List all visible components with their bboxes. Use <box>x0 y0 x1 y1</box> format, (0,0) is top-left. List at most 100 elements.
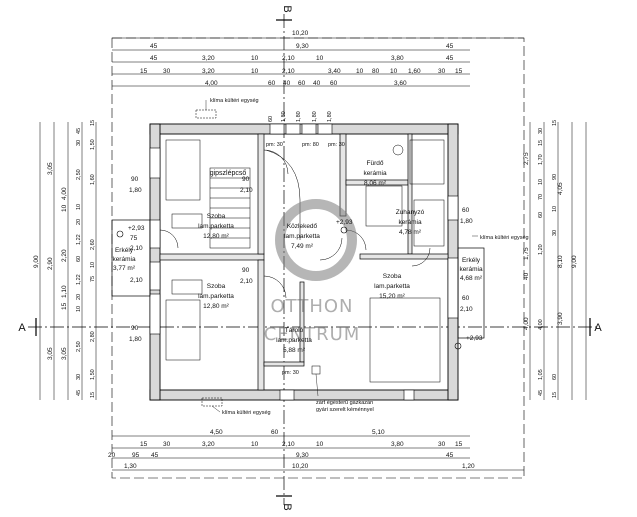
svg-text:kerámia: kerámia <box>112 256 136 263</box>
dim-bot-r2-c: 3,20 <box>202 441 215 448</box>
dim-top-r3-k: 30 <box>438 68 446 75</box>
win-label-12: 60 <box>462 207 470 214</box>
win-label-14: 60 <box>462 295 470 302</box>
svg-text:75: 75 <box>90 276 96 282</box>
svg-text:3,05: 3,05 <box>47 347 54 360</box>
svg-text:15,20 m²: 15,20 m² <box>379 293 405 300</box>
dim-bot-r2-d: 10 <box>251 441 259 448</box>
dim-bot-r2-h: 30 <box>438 441 446 448</box>
win-label-15: 2,10 <box>460 306 473 313</box>
dim-top-r1-a: 45 <box>150 43 158 50</box>
dim-top-r3-h: 80 <box>372 68 380 75</box>
dim-top-r2-b: 3,20 <box>202 55 215 62</box>
watermark-line2: CENTRUM <box>264 324 361 345</box>
balcony-left <box>111 219 151 297</box>
watermark-logo: OTTHON CENTRUM <box>264 199 361 345</box>
dim-bot-r4-b: 10,20 <box>292 463 309 470</box>
door-label-4: pm: 30 <box>282 370 299 376</box>
dim-top-r3-j: 1,60 <box>408 68 421 75</box>
dim-top-r1-c: 45 <box>446 43 454 50</box>
svg-text:40: 40 <box>523 272 530 280</box>
svg-text:1,80: 1,80 <box>312 111 318 122</box>
dimension-lines-right <box>529 122 587 400</box>
svg-text:5,88 m²: 5,88 m² <box>283 347 306 354</box>
dim-bot-r2-g: 3,80 <box>391 441 404 448</box>
dim-left-col4: 45 30 2,50 10 20 1,22 60 1,22 20 10 2,50… <box>76 128 82 396</box>
dim-bot-r3-d: 9,30 <box>296 452 309 459</box>
svg-text:Közlekedő: Közlekedő <box>287 223 318 230</box>
dim-bot-r3-a: 20 <box>108 452 116 459</box>
svg-text:15: 15 <box>61 302 68 310</box>
dimension-lines-left <box>39 122 97 400</box>
windows <box>149 123 459 401</box>
dim-bot-r3-b: 95 <box>132 452 140 459</box>
svg-text:10: 10 <box>538 179 544 185</box>
dim-bot-r3-e: 45 <box>446 452 454 459</box>
svg-text:3,05: 3,05 <box>61 347 68 360</box>
svg-text:60: 60 <box>76 256 82 262</box>
dim-bot-r2-e: 2,10 <box>282 441 295 448</box>
dim-bot-r4-c: 1,20 <box>462 463 475 470</box>
svg-text:15: 15 <box>90 120 96 126</box>
dim-top-r3-b: 30 <box>163 68 171 75</box>
svg-text:klíma kültéri egység: klíma kültéri egység <box>210 98 259 104</box>
svg-text:90: 90 <box>552 174 558 180</box>
svg-text:12,80 m²: 12,80 m² <box>203 303 229 310</box>
svg-text:1,10: 1,10 <box>61 285 68 298</box>
room-bedroom-top: Szoba lam.parketta 12,80 m² <box>198 213 234 240</box>
svg-text:10: 10 <box>76 204 82 210</box>
room-hallway: Közlekedő lam.parketta 7,49 m² <box>284 223 320 250</box>
svg-text:1,05: 1,05 <box>538 369 544 380</box>
svg-text:kerámia: kerámia <box>398 219 422 226</box>
svg-text:60: 60 <box>552 374 558 380</box>
dim-top-r4-g: 3,60 <box>394 80 407 87</box>
dim-top-r1-b: 9,30 <box>296 43 309 50</box>
room-balcony-right: Erkély kerámia 4,68 m² <box>459 257 483 282</box>
klima-unit-bottom: klíma kültéri egység <box>201 397 271 416</box>
svg-text:45: 45 <box>76 390 82 396</box>
svg-text:3,90: 3,90 <box>557 312 564 325</box>
dim-top-r2-e: 10 <box>316 55 324 62</box>
dim-bot-r1-a: 4,50 <box>210 429 223 436</box>
level-left: +2,93 <box>128 225 145 232</box>
room-balcony-left: Erkély kerámia 3,77 m² <box>112 247 136 272</box>
svg-text:4,00: 4,00 <box>523 317 530 330</box>
dim-top-r2-a: 45 <box>150 55 158 62</box>
svg-text:1,80: 1,80 <box>296 111 302 122</box>
dim-bot-r1-c: 5,10 <box>372 429 385 436</box>
svg-text:30: 30 <box>552 230 558 236</box>
dim-top-r3-l: 15 <box>455 68 463 75</box>
svg-text:2,20: 2,20 <box>61 249 68 262</box>
dim-left-col3: 4,00 10 2,20 1,10 15 3,05 <box>61 187 68 360</box>
room-shower: Zuhanyzó kerámia 4,78 m² <box>396 209 425 236</box>
dim-top-r3-f: 3,40 <box>328 68 341 75</box>
dim-top-r3-i: 10 <box>390 68 398 75</box>
dim-bot-r1-b: 60 <box>271 429 279 436</box>
svg-text:20: 20 <box>76 219 82 225</box>
svg-text:8,06 m²: 8,06 m² <box>364 180 387 187</box>
dimension-lines-bottom <box>112 435 524 471</box>
axis-label-top: B <box>281 5 293 12</box>
svg-text:15: 15 <box>90 392 96 398</box>
win-label-13: 1,80 <box>460 218 473 225</box>
svg-text:2,50: 2,50 <box>76 341 82 352</box>
win-label-11: 75 <box>130 235 138 242</box>
win-label-9: 2,10 <box>130 245 143 252</box>
dim-bot-r2-a: 15 <box>140 441 148 448</box>
svg-text:20: 20 <box>76 294 82 300</box>
dim-bot-r2-i: 15 <box>455 441 463 448</box>
room-stair-label: gipszlépcső <box>210 170 247 177</box>
svg-text:15: 15 <box>538 140 544 146</box>
svg-text:kerámia: kerámia <box>363 170 387 177</box>
svg-text:1,20: 1,20 <box>538 244 544 255</box>
svg-text:3,05: 3,05 <box>47 162 54 175</box>
svg-text:30: 30 <box>76 140 82 146</box>
level-center: +2,93 <box>336 219 353 226</box>
win-label-4: 1,80 <box>129 336 142 343</box>
dim-left-col5: 15 1,50 1,60 2,60 10 75 2,80 1,50 15 <box>90 120 96 398</box>
win-label-1: 90 <box>131 176 139 183</box>
svg-text:lam.parketta: lam.parketta <box>198 223 234 230</box>
dim-top-r3-a: 15 <box>140 68 148 75</box>
dim-right-col2: 4,05 8,10 3,90 <box>557 182 564 325</box>
axis-label-bottom: B <box>281 503 293 510</box>
